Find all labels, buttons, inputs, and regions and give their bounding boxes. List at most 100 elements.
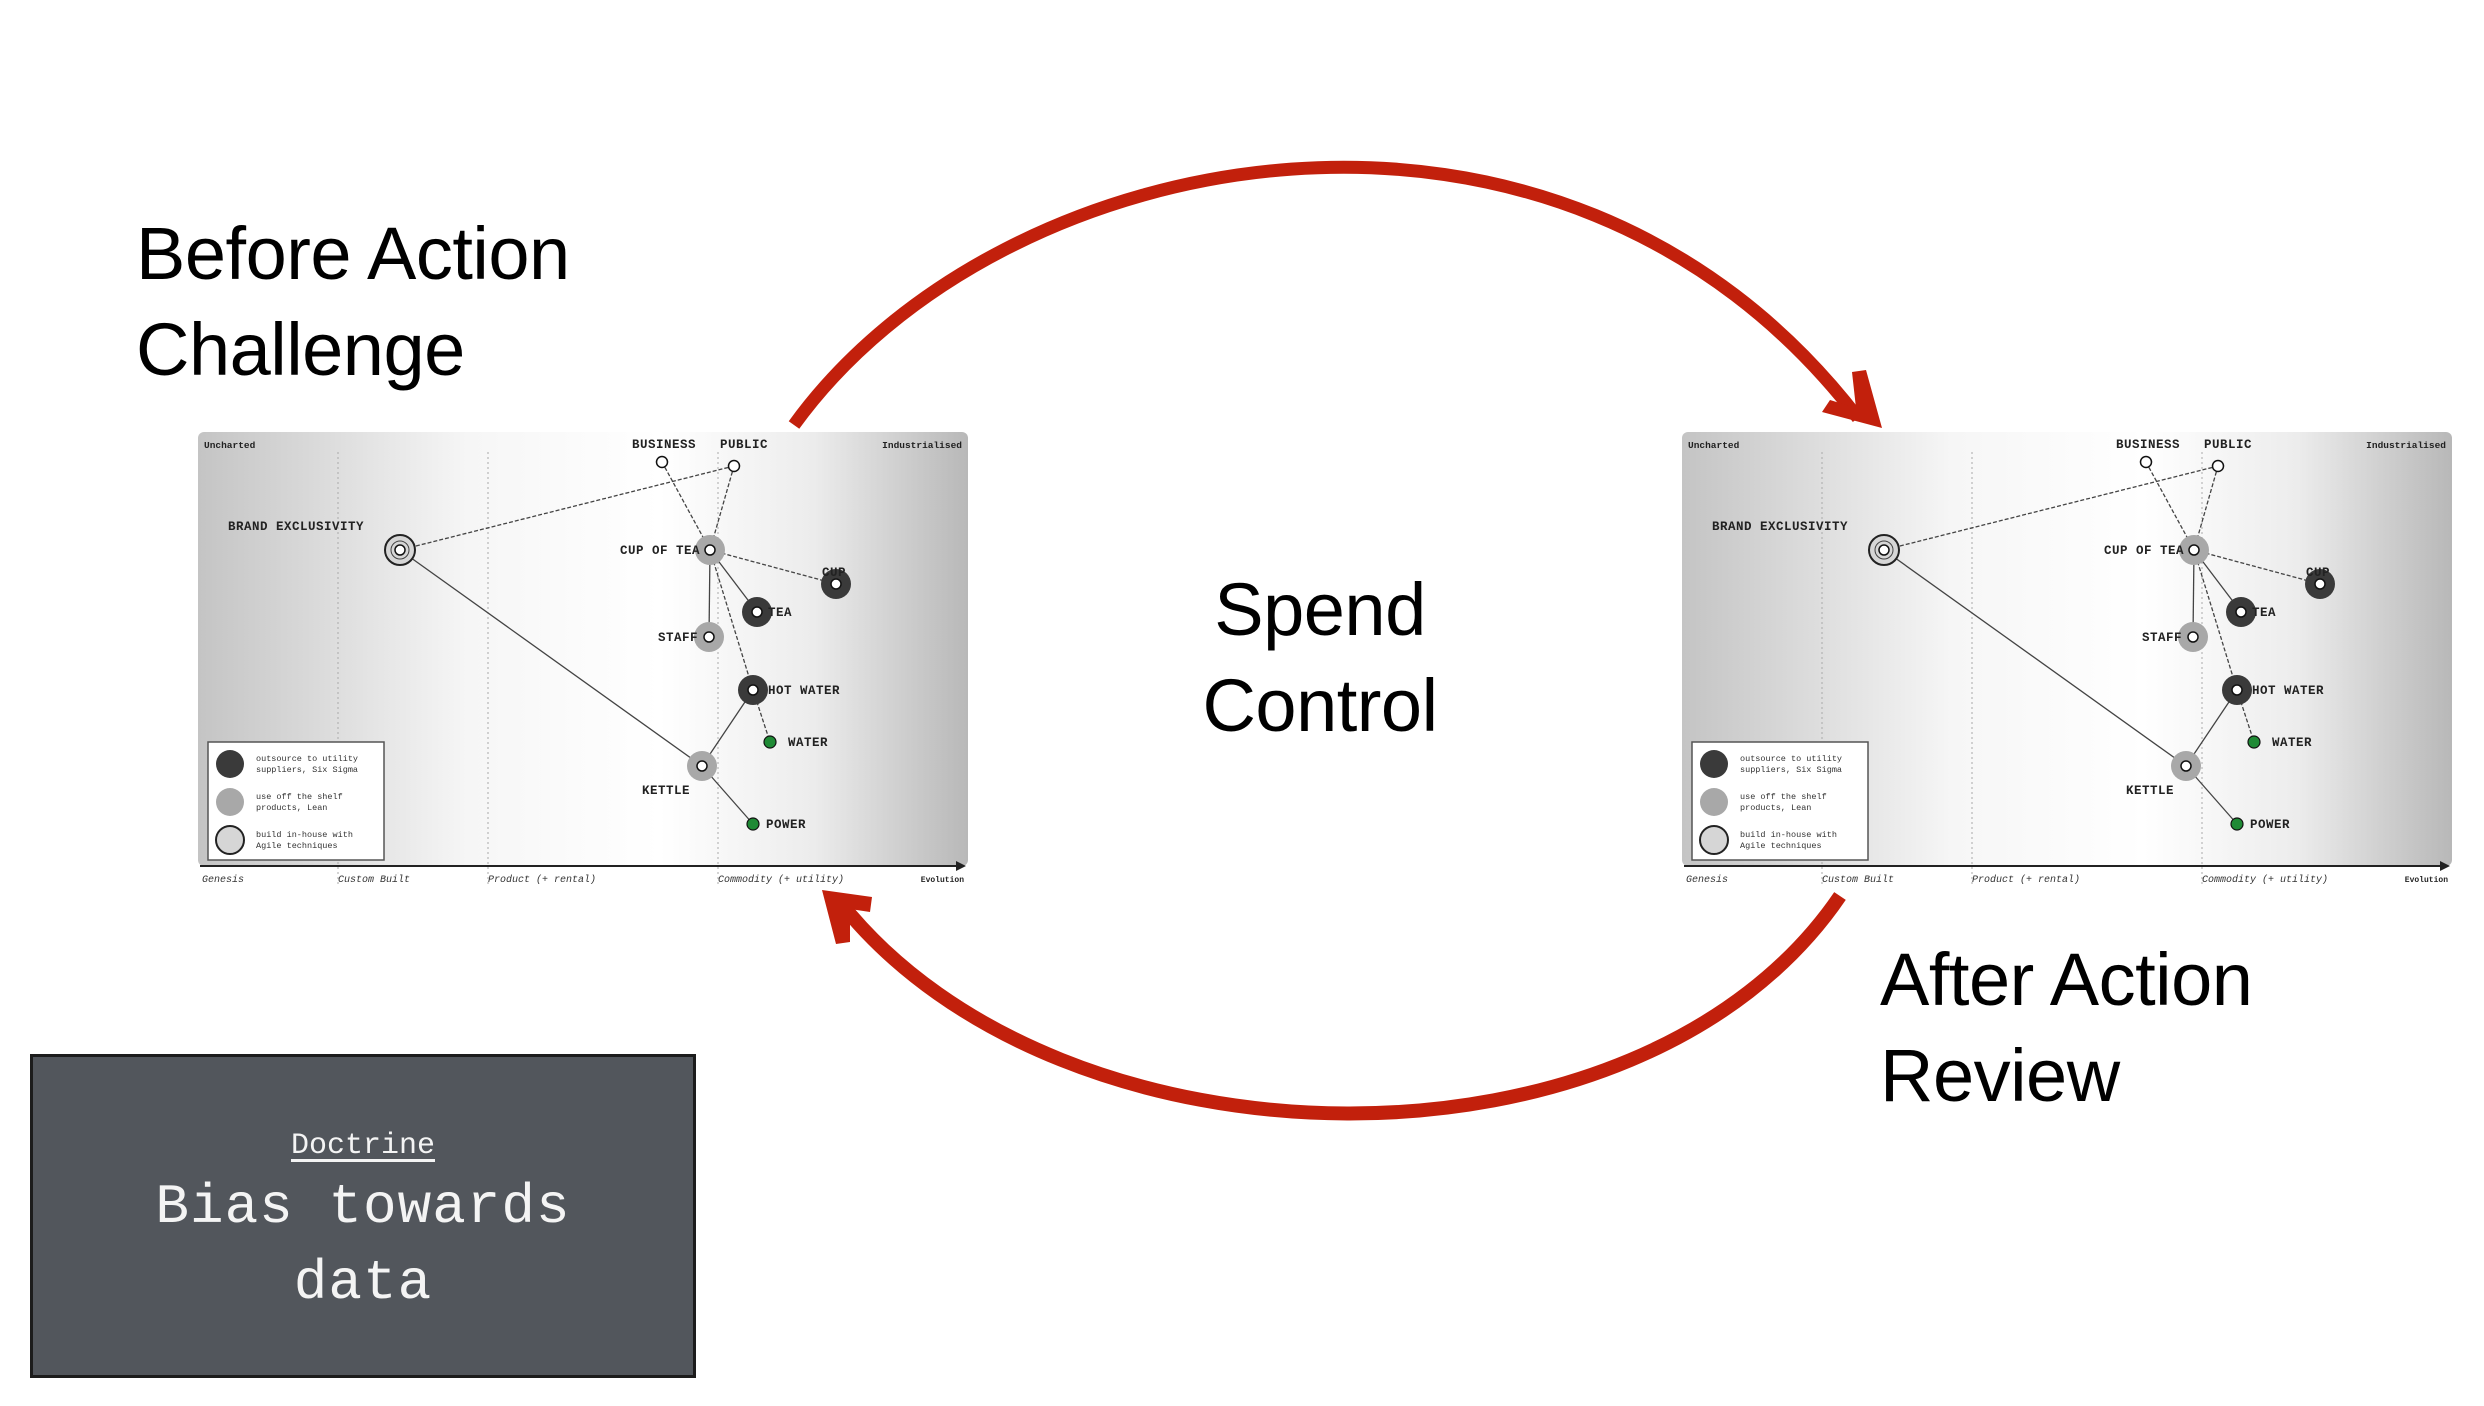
node-label: CUP OF TEA — [620, 544, 700, 558]
link-hotwater-kettle — [701, 689, 754, 767]
axis-arrowhead — [956, 861, 966, 871]
heading-line: Review — [1880, 1034, 2120, 1117]
node-brand: BRAND EXCLUSIVITY — [1712, 520, 1900, 566]
node-label: BUSINESS — [2116, 438, 2180, 452]
node-label: PUBLIC — [720, 438, 768, 452]
legend-label: outsource to utility — [256, 754, 358, 764]
node-cupoftea: CUP OF TEA — [2104, 535, 2209, 565]
axis-arrowhead — [2440, 861, 2450, 871]
bottom-arrow-arc — [834, 892, 1846, 1121]
node-cupoftea: CUP OF TEA — [620, 535, 725, 565]
legend-label: suppliers, Six Sigma — [1740, 765, 1842, 775]
node-cup: CUP — [821, 566, 851, 599]
doctrine-card: Doctrine Bias towards data — [30, 1054, 696, 1378]
industrialised-label: Industrialised — [2366, 440, 2446, 451]
node-brand: BRAND EXCLUSIVITY — [228, 520, 416, 566]
legend-label: Agile techniques — [256, 841, 338, 851]
evolution-label: Evolution — [921, 876, 964, 885]
node-water: WATER — [2247, 735, 2312, 750]
node-label: BRAND EXCLUSIVITY — [228, 520, 364, 534]
legend-swatch-in-house — [215, 825, 245, 855]
node-label: STAFF — [658, 631, 698, 645]
legend-swatch-outsource — [1700, 750, 1728, 778]
node-tea: TEA — [2226, 597, 2276, 627]
legend-label: use off the shelf — [256, 792, 343, 802]
legend-swatch-off-the-shelf — [216, 788, 244, 816]
node-business: BUSINESS — [632, 438, 696, 469]
node-label: HOT WATER — [768, 684, 840, 698]
top-arrow — [788, 160, 1882, 429]
node-cup: CUP — [2305, 566, 2335, 599]
link-business-cupoftea — [661, 461, 711, 551]
stage-label: Custom Built — [1822, 874, 1894, 886]
node-staff: STAFF — [658, 622, 724, 652]
heading-line: Before Action — [136, 212, 570, 295]
industrialised-label: Industrialised — [882, 440, 962, 451]
doctrine-text: Bias towards data — [33, 1169, 693, 1321]
node-staff: STAFF — [2142, 622, 2208, 652]
node-water: WATER — [763, 735, 828, 750]
heading-line: Challenge — [136, 308, 465, 391]
node-label: KETTLE — [642, 784, 690, 798]
node-label: KETTLE — [2126, 784, 2174, 798]
node-label: TEA — [2252, 606, 2276, 620]
legend-label: Agile techniques — [1740, 841, 1822, 851]
node-label: POWER — [766, 818, 806, 832]
link-public-brand — [1883, 465, 2219, 551]
node-power: POWER — [746, 817, 806, 832]
legend-label: suppliers, Six Sigma — [256, 765, 358, 775]
node-label: POWER — [2250, 818, 2290, 832]
link-hotwater-kettle — [2185, 689, 2238, 767]
legend-label: outsource to utility — [1740, 754, 1842, 764]
stage-label: Commodity (+ utility) — [2202, 874, 2328, 886]
link-brand-kettle — [1883, 549, 2187, 767]
node-label: BUSINESS — [632, 438, 696, 452]
node-tea: TEA — [742, 597, 792, 627]
doctrine-title: Doctrine — [290, 1129, 436, 1163]
link-public-brand — [399, 465, 735, 551]
node-label: PUBLIC — [2204, 438, 2252, 452]
node-kettle: KETTLE — [2126, 751, 2201, 798]
evolution-label: Evolution — [2405, 876, 2448, 885]
legend-label: build in-house with — [1740, 830, 1837, 840]
node-label: TEA — [768, 606, 792, 620]
heading-line: Spend — [1214, 568, 1426, 651]
link-cupoftea-cup — [709, 549, 837, 585]
node-hotwater: HOT WATER — [2222, 675, 2324, 705]
node-power: POWER — [2230, 817, 2290, 832]
legend-label: products, Lean — [256, 803, 327, 813]
bottom-arrow — [822, 890, 1846, 1121]
link-cupoftea-hotwater — [709, 549, 754, 691]
node-label: HOT WATER — [2252, 684, 2324, 698]
uncharted-label: Uncharted — [1688, 440, 1740, 451]
legend-swatch-off-the-shelf — [1700, 788, 1728, 816]
legend-swatch-in-house — [1699, 825, 1729, 855]
node-label: WATER — [788, 736, 828, 750]
link-business-cupoftea — [2145, 461, 2195, 551]
node-label: CUP OF TEA — [2104, 544, 2184, 558]
spend-control-heading: Spend Control — [1160, 562, 1480, 754]
legend-label: build in-house with — [256, 830, 353, 840]
legend-swatch-outsource — [216, 750, 244, 778]
stage-label: Genesis — [202, 874, 244, 886]
heading-line: Control — [1202, 664, 1438, 747]
after-action-review-heading: After Action Review — [1880, 932, 2253, 1124]
top-arrow-arc — [788, 160, 1864, 429]
stage-label: Product (+ rental) — [1972, 874, 2080, 886]
link-cupoftea-cup — [2193, 549, 2321, 585]
node-label: BRAND EXCLUSIVITY — [1712, 520, 1848, 534]
stage-label: Custom Built — [338, 874, 410, 886]
heading-line: After Action — [1880, 938, 2253, 1021]
link-brand-kettle — [399, 549, 703, 767]
doctrine-text-line: data — [293, 1251, 433, 1315]
node-business: BUSINESS — [2116, 438, 2180, 469]
uncharted-label: Uncharted — [204, 440, 256, 451]
stage-label: Product (+ rental) — [488, 874, 596, 886]
node-label: CUP — [822, 566, 846, 580]
node-public: PUBLIC — [2204, 438, 2252, 473]
